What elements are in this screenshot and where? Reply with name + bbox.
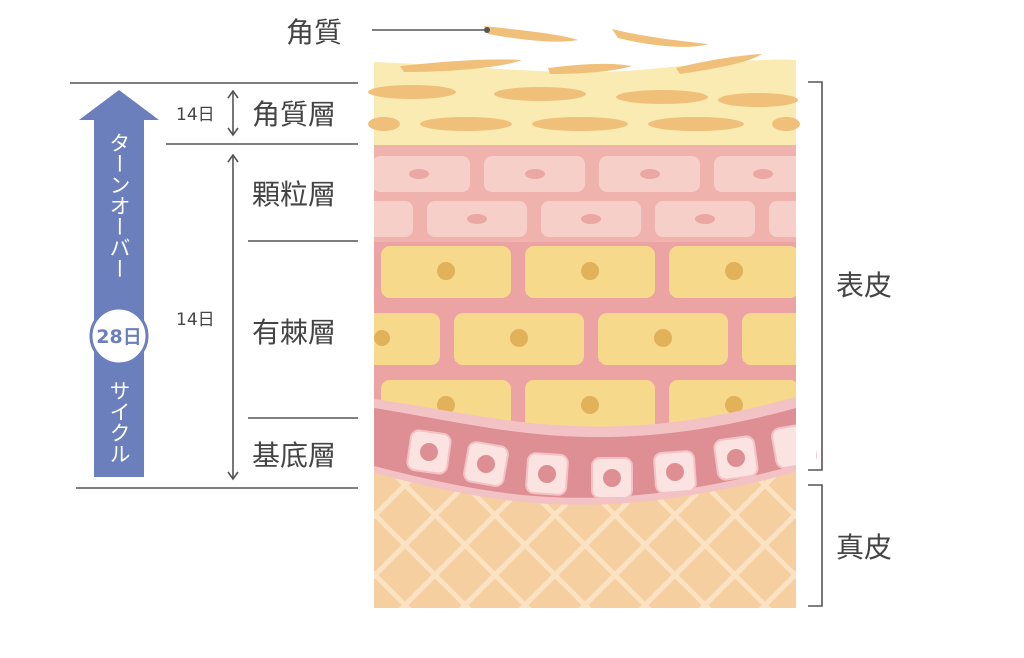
turnover-title: ターンオーバー <box>107 132 131 279</box>
duration-lower: 14日 <box>176 310 215 330</box>
duration-arrow-lower <box>227 153 239 481</box>
turnover-arrow <box>79 90 159 477</box>
label-corneum-top: 角質 <box>286 16 342 49</box>
granular-nuclei <box>409 169 773 224</box>
label-dermis: 真皮 <box>836 531 892 564</box>
turnover-days: 28日 <box>96 326 141 348</box>
turnover-cycle: サイクル <box>107 380 131 464</box>
epidermis-bracket <box>808 81 823 471</box>
duration-upper: 14日 <box>176 105 215 125</box>
duration-arrow-upper <box>227 89 239 137</box>
layer-divider-lines <box>70 82 358 489</box>
label-epidermis: 表皮 <box>836 269 892 302</box>
basal-layer <box>373 397 817 505</box>
label-basal: 基底層 <box>252 439 336 472</box>
label-spinous: 有棘層 <box>252 316 336 349</box>
stratum-corneum-layer <box>368 59 800 145</box>
spinous-nuclei <box>374 262 743 414</box>
dermis-bracket <box>808 484 823 607</box>
label-stratum-corneum: 角質層 <box>252 98 336 131</box>
corneum-flakes <box>400 26 762 74</box>
corneum-pointer <box>372 27 490 33</box>
label-granular: 顆粒層 <box>252 178 336 211</box>
